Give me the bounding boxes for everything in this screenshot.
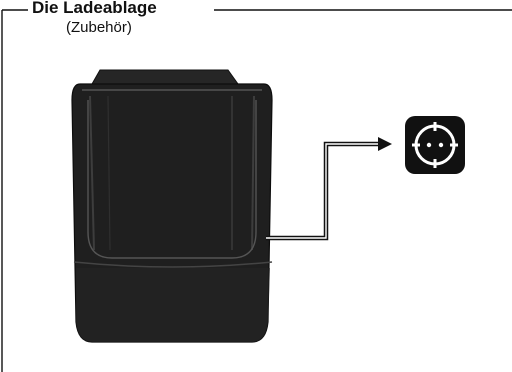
- power-outlet-icon: [405, 116, 465, 174]
- charging-cradle: [71, 69, 273, 343]
- diagram-subtitle: (Zubehör): [66, 19, 132, 36]
- frame-border: [1, 9, 512, 372]
- power-cable: [266, 137, 392, 241]
- diagram-title: Die Ladeablage: [28, 0, 165, 18]
- cable-arrowhead: [378, 137, 392, 151]
